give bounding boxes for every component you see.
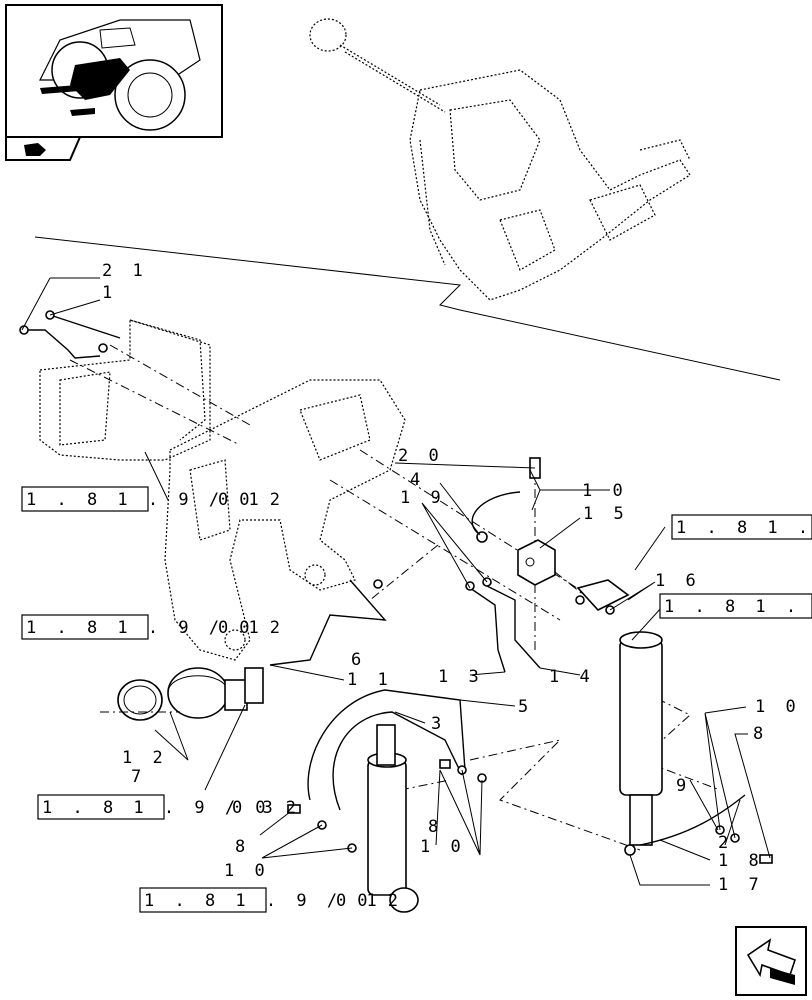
bolt-set-middle (439, 759, 487, 783)
next-page-arrow-icon[interactable] (735, 926, 807, 996)
reference-box-b[interactable]: 1 . 8 1 . 9 / 0 2 0 1 (21, 614, 285, 640)
callout-1: 1 (102, 283, 117, 303)
callout-21: 2 1 (102, 261, 148, 281)
callout-12: 1 2 (122, 748, 168, 768)
callout-8-left: 8 (235, 837, 250, 857)
reference-c-label: 1 . 8 1 . 9 / (676, 518, 812, 538)
callout-16: 1 6 (655, 571, 701, 591)
pipe-14 (484, 584, 541, 669)
section-hand-icon (5, 136, 82, 161)
pipe-6-fitting (373, 579, 383, 589)
accumulator-7 (167, 667, 264, 719)
callout-10-upper: 1 0 (582, 481, 628, 501)
callout-9: 9 (676, 776, 691, 796)
hose-4 (471, 491, 521, 536)
callout-17: 1 7 (718, 875, 764, 895)
bracket-16 (575, 579, 630, 615)
leader-lines (21, 277, 771, 886)
reference-f-suffix: 0 1 (336, 891, 382, 911)
reference-box-e[interactable]: 1 . 8 1 . 9 / 0 2 0 3 (37, 794, 301, 820)
reference-f-label: 1 . 8 1 . 9 / 0 2 (144, 891, 403, 911)
reference-a-label: 1 . 8 1 . 9 / 0 2 (26, 490, 285, 510)
pipe-1 (45, 310, 121, 339)
reference-e-label: 1 . 8 1 . 9 / 0 2 (42, 798, 301, 818)
axle-assembly-overview (309, 18, 691, 301)
callout-7: 7 (131, 767, 146, 787)
callout-5: 5 (518, 697, 533, 717)
callout-10-left: 1 0 (224, 861, 270, 881)
pipe-6 (269, 579, 387, 666)
hose-3 (332, 711, 463, 811)
tractor-thumbnail-icon (5, 4, 223, 138)
callout-13: 1 3 (438, 667, 484, 687)
clamp-12 (100, 679, 180, 721)
reference-e-suffix: 0 3 (232, 798, 278, 818)
callout-8-right: 8 (753, 724, 768, 744)
reference-b-suffix: 0 1 (218, 618, 264, 638)
callout-6: 6 (351, 650, 366, 670)
reference-b-label: 1 . 8 1 . 9 / 0 2 (26, 618, 285, 638)
reference-box-c[interactable]: 1 . 8 1 . 9 / (671, 514, 812, 540)
hose-5 (307, 689, 466, 801)
pipe-13 (469, 587, 506, 673)
callout-11: 1 1 (347, 670, 393, 690)
axle-bracket (39, 319, 406, 661)
callout-2: 2 (718, 833, 733, 853)
reference-box-a[interactable]: 1 . 8 1 . 9 / 0 2 0 1 (21, 486, 285, 512)
valve-block-15 (517, 457, 556, 586)
reference-box-d[interactable]: 1 . 8 1 . 9 / 0 (659, 593, 812, 619)
hose-2-fitting (624, 844, 636, 856)
reference-a-suffix: 0 1 (218, 490, 264, 510)
cylinder-left (367, 724, 419, 913)
callout-8-middle: 8 (428, 817, 443, 837)
callout-19: 1 9 (400, 488, 446, 508)
callout-10-right: 1 0 (755, 697, 801, 717)
section-divider (34, 236, 781, 381)
reference-box-f[interactable]: 1 . 8 1 . 9 / 0 2 0 1 (139, 887, 403, 913)
cylinder-right (619, 631, 663, 846)
callout-10-middle: 1 0 (420, 837, 466, 857)
callout-14: 1 4 (549, 667, 595, 687)
callout-15: 1 5 (583, 504, 629, 524)
pipe-21 (19, 325, 108, 359)
callout-4: 4 (410, 470, 425, 490)
hose-2 (639, 794, 746, 846)
callout-3: 3 (431, 714, 446, 734)
callout-20: 2 0 (398, 446, 444, 466)
reference-d-label: 1 . 8 1 . 9 / 0 (664, 597, 812, 617)
callout-18: 1 8 (718, 851, 764, 871)
